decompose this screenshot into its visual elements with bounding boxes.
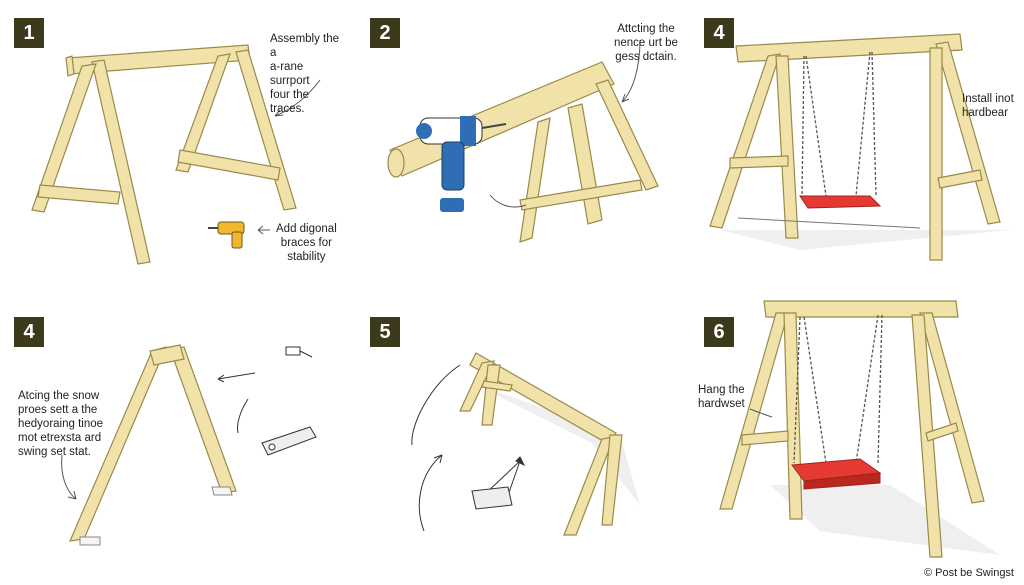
bracket-icon [261,426,317,456]
step-1-panel: 1 Assembly the a a-rane surrport four th… [0,0,340,290]
swing-seat [799,195,882,209]
swing-chain [801,51,877,197]
step-3-caption: Install inot hardbear [962,93,1014,119]
power-drill-icon [208,221,245,249]
completed-frame-illustration [709,33,1010,261]
step-1-caption-main: Assembly the a a-rane surrport four the … [270,33,340,115]
step-5-panel: 5 [340,295,680,585]
step-4-caption: Atcing the snow proes sett a the hedyora… [18,390,104,458]
step-number-badge: 6 [704,317,734,347]
raising-frame-illustration [411,352,640,536]
step-4-panel: 4 Atcing the snow proes sett a the hedyo… [0,295,340,585]
step-3-panel: 4 Install inot hardbear [680,0,1024,290]
step-2-caption: Attcting the nence urt be gess dctain. [614,23,678,63]
power-drill-icon [416,116,507,212]
step-2-panel: 2 Attcting the nence urt be gess dctain. [340,0,680,290]
step-number-badge: 5 [370,317,400,347]
step-6-caption: Hang the hardwset [698,384,745,410]
a-frame-illustration [31,44,321,265]
frame-leg-illustration [61,344,317,546]
step-number-badge: 2 [370,18,400,48]
step-number-badge: 4 [704,18,734,48]
step-number-badge: 4 [14,317,44,347]
hang-swing-illustration [719,300,1000,558]
swing-chain [793,314,883,464]
step-6-panel: 6 Hang the hardwset [680,295,1024,585]
lifting-sling-icon [471,456,526,510]
hammer-icon [285,346,313,358]
footer-credit: © Post be Swingst [923,567,1014,579]
step-number-badge: 1 [14,18,44,48]
swing-seat [791,458,882,490]
beam-drilling-illustration [387,39,659,243]
step-1-caption-braces: Add digonal braces for stability [276,223,337,263]
